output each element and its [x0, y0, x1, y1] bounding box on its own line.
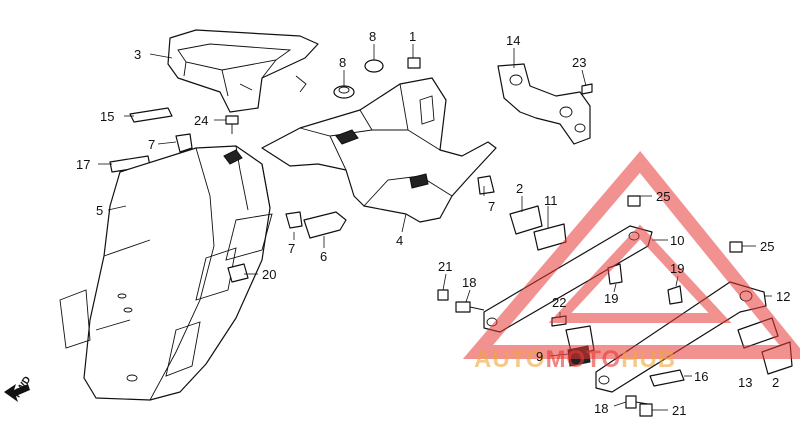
part-grommets: [333, 57, 421, 99]
callout-1: 1: [409, 29, 417, 44]
part-battery-tray: [167, 29, 319, 113]
fwd-arrow-icon: [4, 384, 30, 402]
part-rubber-19a: [607, 263, 623, 285]
callout-18-lower: 18: [594, 401, 609, 416]
callout-9: 9: [536, 349, 544, 364]
callout-22: 22: [552, 295, 567, 310]
callout-24: 24: [194, 113, 209, 128]
part-sticker-15: [129, 107, 173, 123]
callout-4: 4: [396, 233, 404, 248]
part-reflector-2: [509, 205, 543, 235]
callout-19-left: 19: [604, 291, 619, 306]
watermark-text: AUTOMOTOHUB: [474, 346, 676, 374]
callout-18-upper: 18: [462, 275, 477, 290]
callout-8-upper: 8: [369, 29, 377, 44]
callout-19-right: 19: [670, 261, 685, 276]
callout-10: 10: [670, 233, 685, 248]
part-rubber-19b: [667, 285, 683, 305]
callout-12: 12: [776, 289, 791, 304]
callout-2-upper: 2: [516, 181, 524, 196]
callout-14: 14: [506, 33, 521, 48]
part-reflector-2b: [761, 341, 793, 375]
watermark-part-2: MOTO: [545, 346, 622, 373]
part-bracket-14: [497, 63, 593, 145]
callout-23: 23: [572, 55, 587, 70]
callout-17: 17: [76, 157, 91, 172]
callout-8-lower: 8: [339, 55, 347, 70]
callout-7-right: 7: [488, 199, 496, 214]
callout-7-center: 7: [288, 241, 296, 256]
part-rear-fender: [59, 145, 273, 401]
part-bracket-6: [303, 211, 347, 239]
callout-2-lower: 2: [772, 375, 780, 390]
callout-3: 3: [134, 47, 142, 62]
callout-5: 5: [96, 203, 104, 218]
part-reflector-11: [533, 223, 567, 251]
callout-21-upper: 21: [438, 259, 453, 274]
callout-7-left: 7: [148, 137, 156, 152]
callout-21-lower: 21: [672, 403, 687, 418]
callout-6: 6: [320, 249, 328, 264]
watermark-part-3: HUB: [621, 346, 677, 373]
callout-16: 16: [694, 369, 709, 384]
callout-13: 13: [738, 375, 753, 390]
part-reflector-13: [737, 317, 779, 349]
callout-25-lower: 25: [760, 239, 775, 254]
part-rear-fender-support: [261, 77, 497, 223]
watermark-part-1: AUTO: [474, 346, 546, 373]
callout-11: 11: [544, 193, 558, 208]
part-sticker-16: [649, 369, 685, 387]
callout-20: 20: [262, 267, 277, 282]
callout-25-upper: 25: [656, 189, 671, 204]
callout-15: 15: [100, 109, 115, 124]
